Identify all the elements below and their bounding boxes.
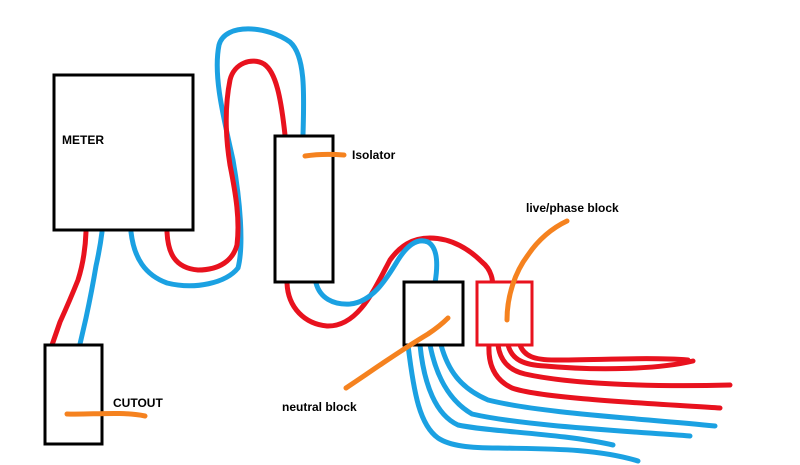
isolator-label: Isolator [352, 148, 396, 162]
meter-label: METER [62, 133, 104, 147]
cutout-label: CUTOUT [113, 396, 163, 410]
neutral-out-wire-2 [417, 342, 616, 448]
live-block-pointer [504, 218, 570, 323]
live-out-wire-1 [486, 342, 723, 411]
meter-isolator-live-wire [164, 58, 288, 273]
live-out-wire-4 [517, 342, 691, 363]
isolator-box [273, 134, 335, 284]
isolator-pointer [302, 151, 347, 159]
live-out-wire-2 [495, 342, 733, 389]
meter-box [52, 73, 195, 232]
neutral-out-wire-3 [427, 342, 693, 439]
neutral-out-wire-1 [405, 342, 641, 464]
live-block-box [475, 280, 534, 347]
live-out-wire-3 [505, 342, 696, 372]
meter-isolator-neutral-wire [128, 26, 307, 289]
isolator-neutral-wire [313, 238, 440, 307]
cutout-box [43, 343, 104, 446]
neutral-block-pointer [343, 315, 451, 391]
cutout-meter-neutral-wire [77, 229, 105, 347]
neutral-out-wire-4 [438, 342, 718, 429]
live-block-label: live/phase block [526, 201, 619, 215]
neutral-block-label: neutral block [282, 400, 357, 414]
cutout-pointer [64, 410, 148, 419]
isolator-live-wire [284, 235, 495, 329]
neutral-block-box [402, 280, 465, 347]
cutout-meter-live-wire [49, 229, 89, 348]
